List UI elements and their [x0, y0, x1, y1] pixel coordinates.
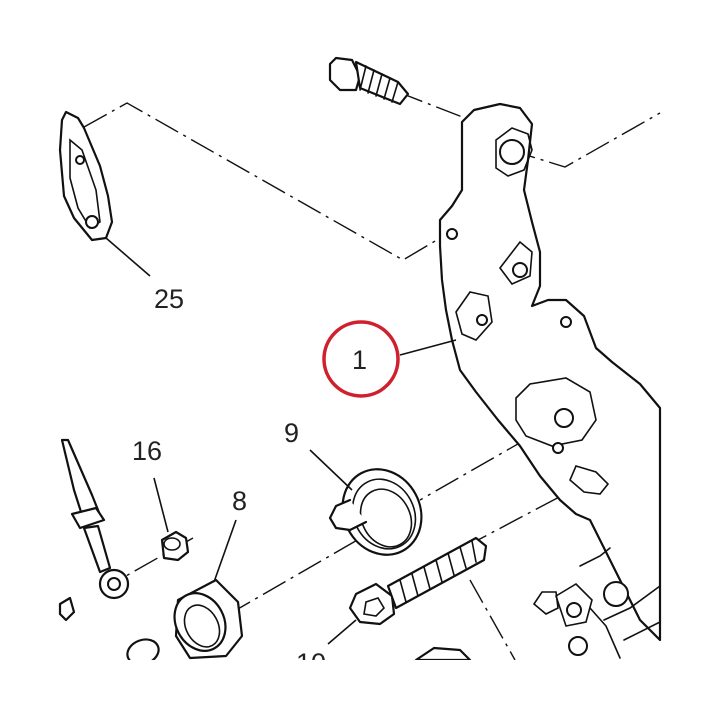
leader-lines	[105, 237, 457, 645]
top-bolt-part	[328, 56, 410, 106]
main-bracket-part	[438, 102, 662, 659]
callout-label-16: 16	[132, 436, 162, 466]
highlight-ring-callout-1	[322, 320, 400, 398]
torsion-spring-part	[328, 468, 423, 556]
bottom-margin	[0, 660, 720, 720]
callout-label-9: 9	[284, 418, 299, 448]
cable-rod-part	[58, 438, 130, 622]
callout-label-8: 8	[232, 486, 247, 516]
long-bolt-part	[348, 536, 488, 626]
nut-part	[160, 530, 190, 562]
callout-label-1: 1	[352, 345, 367, 375]
callout-label-25: 25	[154, 284, 184, 314]
gasket-plate-part	[58, 110, 114, 242]
bushing-part	[173, 578, 244, 660]
